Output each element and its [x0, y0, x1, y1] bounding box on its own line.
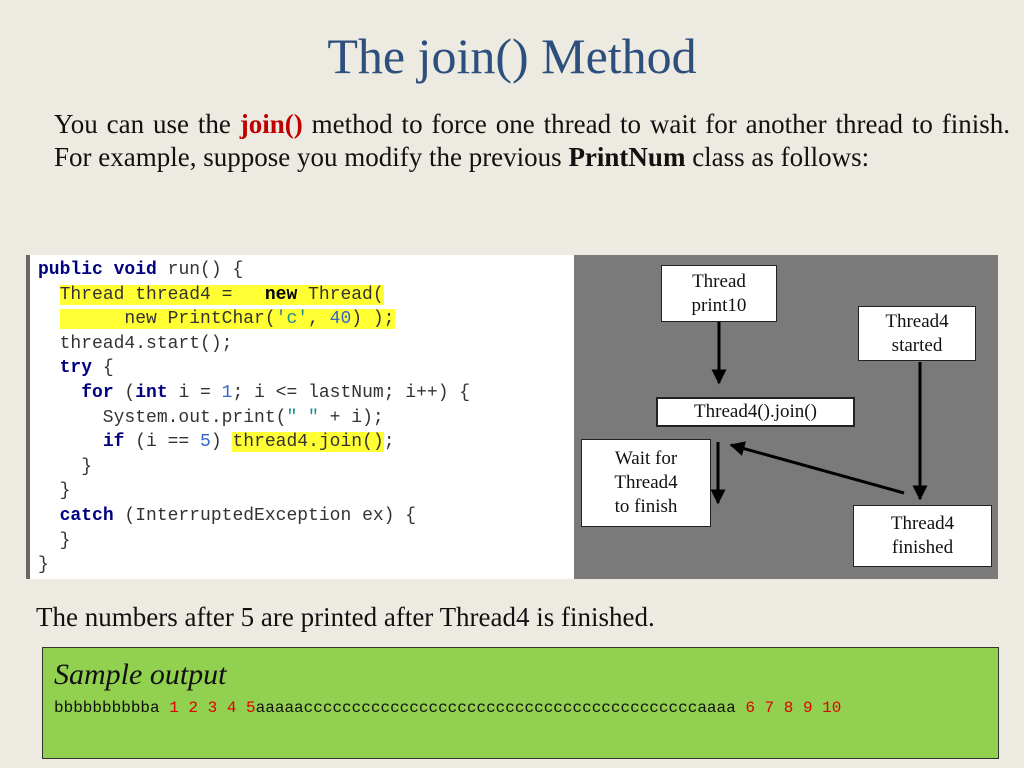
code-join-call: thread4.join() — [232, 432, 384, 453]
code-char-literal: 'c' — [275, 309, 309, 330]
code-thread4-var: Thread thread4 = — [59, 284, 265, 305]
code-loop-init: i = — [167, 382, 222, 403]
sample-output-text: bbbbbbbbbba 1 2 3 4 5aaaaacccccccccccccc… — [54, 699, 841, 717]
code-catch-kw: catch — [59, 505, 114, 526]
intro-text-1: You can use the — [54, 109, 240, 139]
code-panel: public void run() { Thread thread4 = new… — [26, 255, 574, 579]
label-thread4: Thread4 — [885, 310, 949, 332]
code-brace: { — [92, 358, 114, 379]
box-thread4-join: Thread4().join() — [656, 397, 855, 427]
code-indent — [38, 358, 60, 378]
code-void-kw: void — [113, 260, 157, 280]
code-int-kw: int — [135, 382, 168, 403]
code-new-kw: new — [264, 284, 298, 305]
intro-paragraph: You can use the join() method to force o… — [54, 108, 1010, 174]
intro-text-2: method to force one thread to wait for a… — [54, 109, 1010, 172]
result-note: The numbers after 5 are printed after Th… — [36, 602, 655, 632]
code-try-kw: try — [59, 358, 93, 379]
code-number-5: 5 — [200, 432, 211, 453]
code-block: public void run() { Thread thread4 = new… — [38, 258, 470, 578]
output-numbers-1-5: 1 2 3 4 5 — [169, 699, 256, 717]
arrow-finished-to-join — [729, 441, 905, 495]
code-printchar-line: new PrintChar('c', 40) ); — [59, 309, 395, 330]
code-loop-cond: ; i <= lastNum; i++) { — [232, 382, 471, 403]
code-print-call: System.out.print( — [38, 407, 287, 428]
sample-output-box: Sample output bbbbbbbbbba 1 2 3 4 5aaaaa… — [42, 647, 999, 759]
code-if-cond: (i == — [124, 432, 201, 453]
code-close-catch: } — [38, 530, 71, 551]
code-run-signature: run() { — [156, 260, 244, 280]
code-close-for: } — [38, 456, 93, 477]
code-semicolon: ; — [383, 432, 395, 453]
code-line-end: ) ); — [351, 309, 395, 330]
code-printchar-ctor: new PrintChar( — [59, 309, 276, 330]
code-thread4-decl: Thread thread4 = new Thread( — [59, 284, 384, 305]
label-finished: finished — [891, 537, 954, 558]
join-keyword: join() — [239, 109, 303, 139]
label-thread4: Thread4 — [890, 513, 955, 534]
label-print10: print10 — [691, 294, 747, 316]
code-thread-ctor: Thread( — [297, 284, 384, 305]
code-catch-clause: (InterruptedException ex) { — [113, 505, 417, 526]
code-public-kw: public — [38, 260, 103, 280]
code-close-try: } — [38, 481, 71, 502]
printnum-class-name: PrintNum — [568, 142, 686, 172]
code-indent — [38, 309, 60, 329]
code-indent — [38, 285, 60, 305]
code-paren: ( — [113, 382, 136, 403]
intro-text-3: class as follows: — [685, 142, 870, 172]
code-if-kw: if — [102, 432, 125, 453]
code-start-line: thread4.start(); — [38, 333, 233, 354]
code-for-kw: for — [81, 382, 114, 403]
label-started: started — [891, 334, 943, 356]
label-to-finish: to finish — [614, 496, 678, 517]
slide-title: The join() Method — [327, 28, 697, 84]
code-indent — [38, 383, 81, 403]
output-numbers-6-10: 6 7 8 9 10 — [745, 699, 842, 717]
diagram-arrows — [710, 321, 928, 505]
label-thread: Thread — [692, 270, 746, 292]
code-number-40: 40 — [329, 309, 352, 330]
code-close-run: } — [38, 555, 49, 576]
code-print-end: + i); — [318, 407, 384, 428]
label-wait-for: Wait for — [614, 448, 678, 469]
output-b-run: bbbbbbbbbba — [54, 699, 170, 717]
code-indent — [38, 506, 60, 526]
code-indent — [38, 432, 103, 452]
code-number-1: 1 — [221, 382, 233, 403]
label-thread4: Thread4 — [614, 472, 678, 493]
sample-output-title: Sample output — [54, 658, 227, 691]
code-comma: , — [308, 309, 330, 330]
code-space-literal: " " — [286, 407, 319, 428]
output-ac-run: aaaaaccccccccccccccccccccccccccccccccccc… — [255, 699, 746, 717]
box-thread4-finished: Thread4 finished — [853, 505, 992, 567]
code-paren: ) — [210, 432, 233, 453]
